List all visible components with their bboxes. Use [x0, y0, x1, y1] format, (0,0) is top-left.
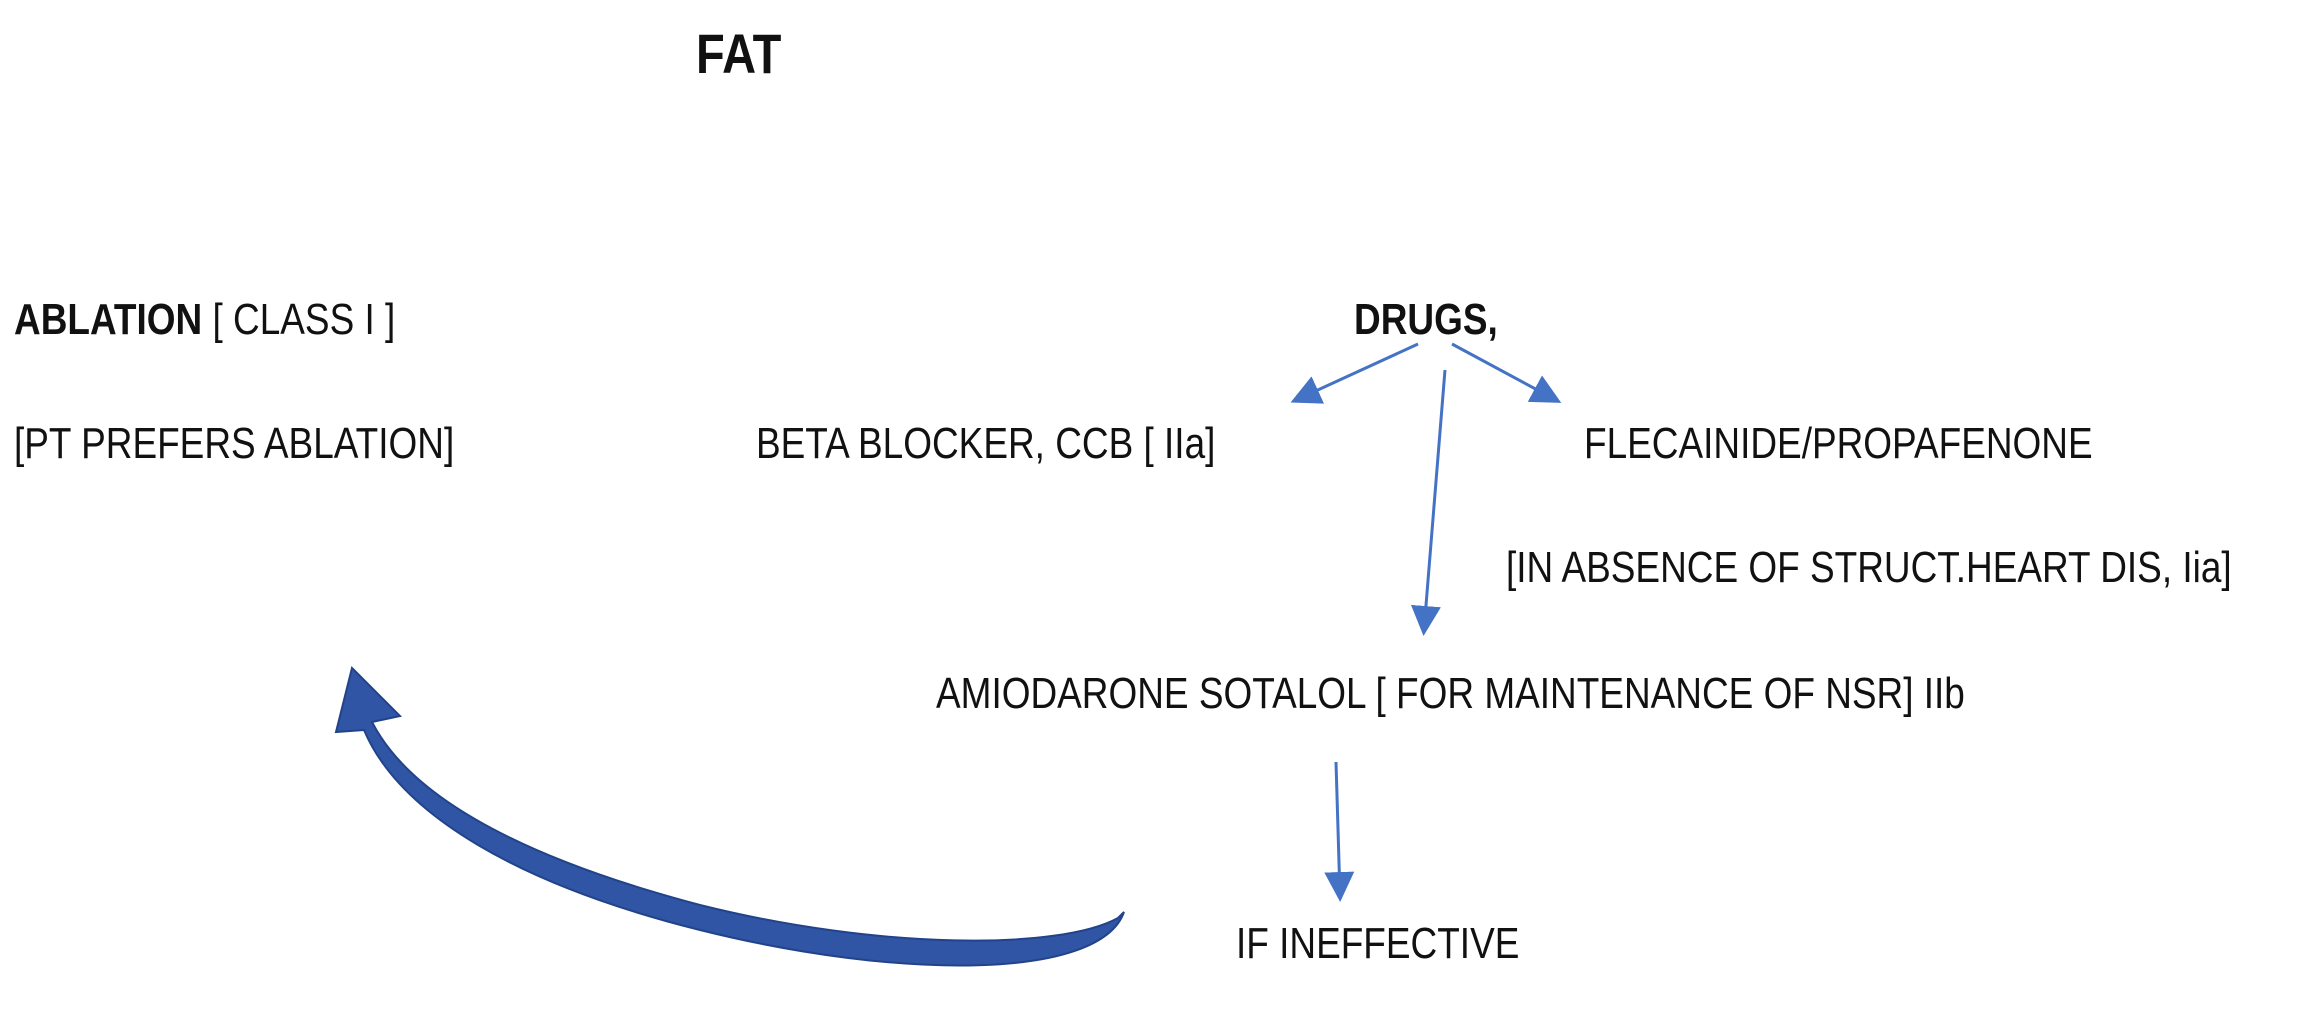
drugs-node: DRUGS,	[1354, 295, 1498, 344]
ablation-node: ABLATION [ CLASS I ]	[14, 298, 395, 342]
ablation-note: [PT PREFERS ABLATION]	[14, 419, 455, 468]
ablation-class: [ CLASS I ]	[212, 295, 396, 344]
ablation-label: ABLATION	[14, 295, 203, 344]
amiodarone-node: AMIODARONE SOTALOL [ FOR MAINTENANCE OF …	[936, 669, 1965, 718]
arrow-drugs-to-amiodarone	[1410, 369, 1447, 636]
arrow-drugs-to-beta-blocker	[1290, 342, 1419, 404]
curved-arrow-ineffective-to-ablation	[334, 666, 1125, 967]
diagram-title: FAT	[696, 22, 782, 85]
arrow-amiodarone-to-ineffective	[1324, 761, 1355, 902]
flecainide-node: FLECAINIDE/PROPAFENONE	[1584, 419, 2093, 468]
arrow-drugs-to-flecainide	[1451, 342, 1562, 403]
ineffective-node: IF INEFFECTIVE	[1236, 919, 1520, 968]
beta-blocker-node: BETA BLOCKER, CCB [ IIa]	[756, 419, 1216, 468]
flecainide-note: [IN ABSENCE OF STRUCT.HEART DIS, Iia]	[1506, 543, 2232, 592]
